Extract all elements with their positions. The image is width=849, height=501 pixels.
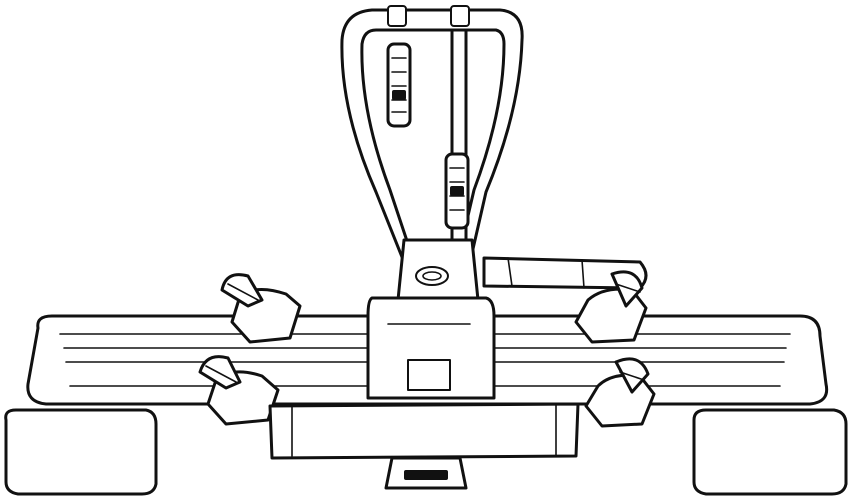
hitch-connector [384,456,468,490]
wheel-cradle-rear-right [574,270,648,344]
wheel-cradle-front-left [198,355,280,426]
wheel-cradle-front-right [584,357,656,428]
top-clamp-caps [387,5,470,27]
central-base [366,296,496,400]
frame-clamp-lower [444,152,470,230]
rear-light-bar [268,402,580,460]
end-block-right [692,408,848,496]
end-block-left [4,408,158,496]
wheel-cradle-rear-left [220,273,302,344]
central-hub [396,238,480,302]
frame-clamp-upper [386,42,412,128]
upright-arm [340,8,524,264]
